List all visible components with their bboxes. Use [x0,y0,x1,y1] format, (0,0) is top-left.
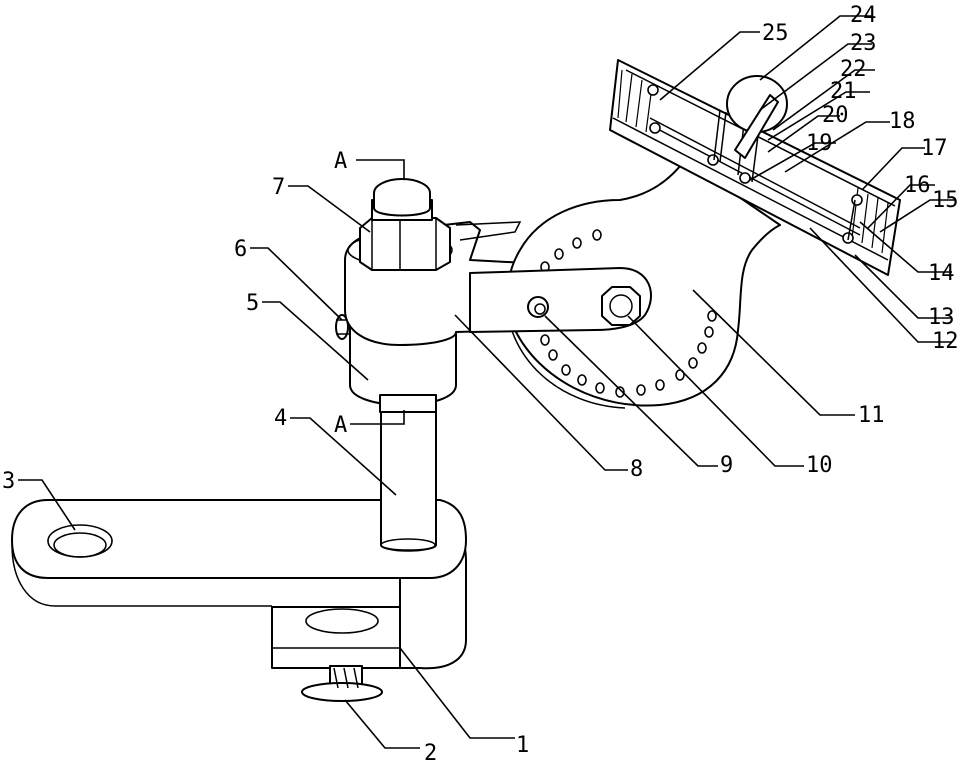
label-2: 2 [424,741,437,762]
label-12: 12 [932,329,959,354]
label-1: 1 [516,733,529,758]
label-17: 17 [921,136,948,161]
clamp-screw [302,666,382,701]
label-23: 23 [850,31,877,56]
label-section-a-bottom: A [334,413,347,438]
leader-lines [18,16,956,748]
label-18: 18 [889,109,916,134]
label-20: 20 [822,103,849,128]
clamp-hole [306,609,378,633]
label-19: 19 [806,131,833,156]
label-16: 16 [904,173,931,198]
mounting-hole [48,525,112,557]
label-6: 6 [234,237,247,262]
locating-pin [528,297,548,317]
label-11: 11 [858,403,885,428]
top-nut [360,179,450,270]
part-labels: 1 2 3 4 5 6 7 A A 8 9 10 11 12 13 14 15 … [2,3,959,762]
label-22: 22 [840,57,867,82]
label-8: 8 [630,457,643,482]
label-15: 15 [932,188,959,213]
label-5: 5 [246,291,259,316]
label-7: 7 [272,175,285,200]
label-4: 4 [274,406,287,431]
label-section-a-top: A [334,149,347,174]
label-21: 21 [830,79,857,104]
pivot-bolt [602,287,640,325]
label-13: 13 [928,305,955,330]
label-24: 24 [850,3,877,28]
label-10: 10 [806,453,833,478]
label-3: 3 [2,469,15,494]
label-25: 25 [762,21,789,46]
label-14: 14 [928,261,955,286]
label-9: 9 [720,453,733,478]
